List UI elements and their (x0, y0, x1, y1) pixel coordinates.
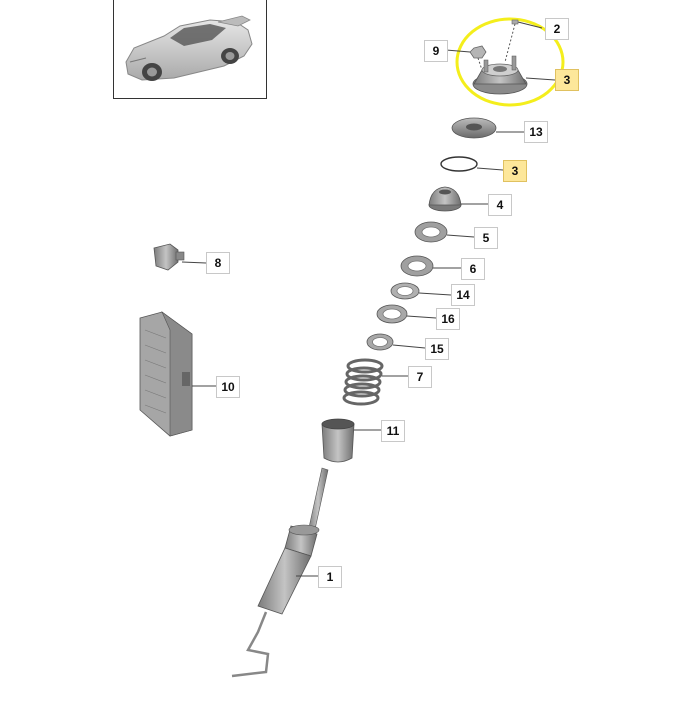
vehicle-thumbnail (113, 0, 267, 99)
part-10-control-unit (139, 311, 193, 437)
part-16-ring (376, 304, 408, 324)
callout-3-top-mount[interactable]: 3 (555, 69, 579, 91)
part-15-ring (366, 333, 394, 351)
callout-13[interactable]: 13 (524, 121, 548, 143)
part-9-nut (469, 45, 487, 71)
callout-11[interactable]: 11 (381, 420, 405, 442)
callout-14[interactable]: 14 (451, 284, 475, 306)
part-3-o-ring (440, 156, 478, 172)
part-5-ring (414, 221, 448, 243)
part-1-shock-absorber (231, 467, 329, 678)
part-6-ring (400, 255, 434, 277)
callout-9[interactable]: 9 (424, 40, 448, 62)
callout-10[interactable]: 10 (216, 376, 240, 398)
callout-5[interactable]: 5 (474, 227, 498, 249)
callout-15[interactable]: 15 (425, 338, 449, 360)
callout-1[interactable]: 1 (318, 566, 342, 588)
callout-7[interactable]: 7 (408, 366, 432, 388)
leader-lines (181, 21, 556, 577)
callout-8[interactable]: 8 (206, 252, 230, 274)
callout-16[interactable]: 16 (436, 308, 460, 330)
part-7-spring (342, 358, 384, 406)
part-13-plate (451, 117, 497, 139)
highlight-ring (455, 17, 565, 107)
part-4-bushing (428, 186, 462, 212)
callout-4[interactable]: 4 (488, 194, 512, 216)
part-14-ring (390, 282, 420, 300)
callout-2[interactable]: 2 (545, 18, 569, 40)
sports-car-image (125, 15, 253, 81)
callout-3-o-ring[interactable]: 3 (503, 160, 527, 182)
part-3-top-mount (472, 55, 528, 95)
part-8-sensor (153, 243, 185, 271)
callout-6[interactable]: 6 (461, 258, 485, 280)
part-2-screw (504, 19, 519, 63)
part-11-bellows (321, 418, 355, 463)
